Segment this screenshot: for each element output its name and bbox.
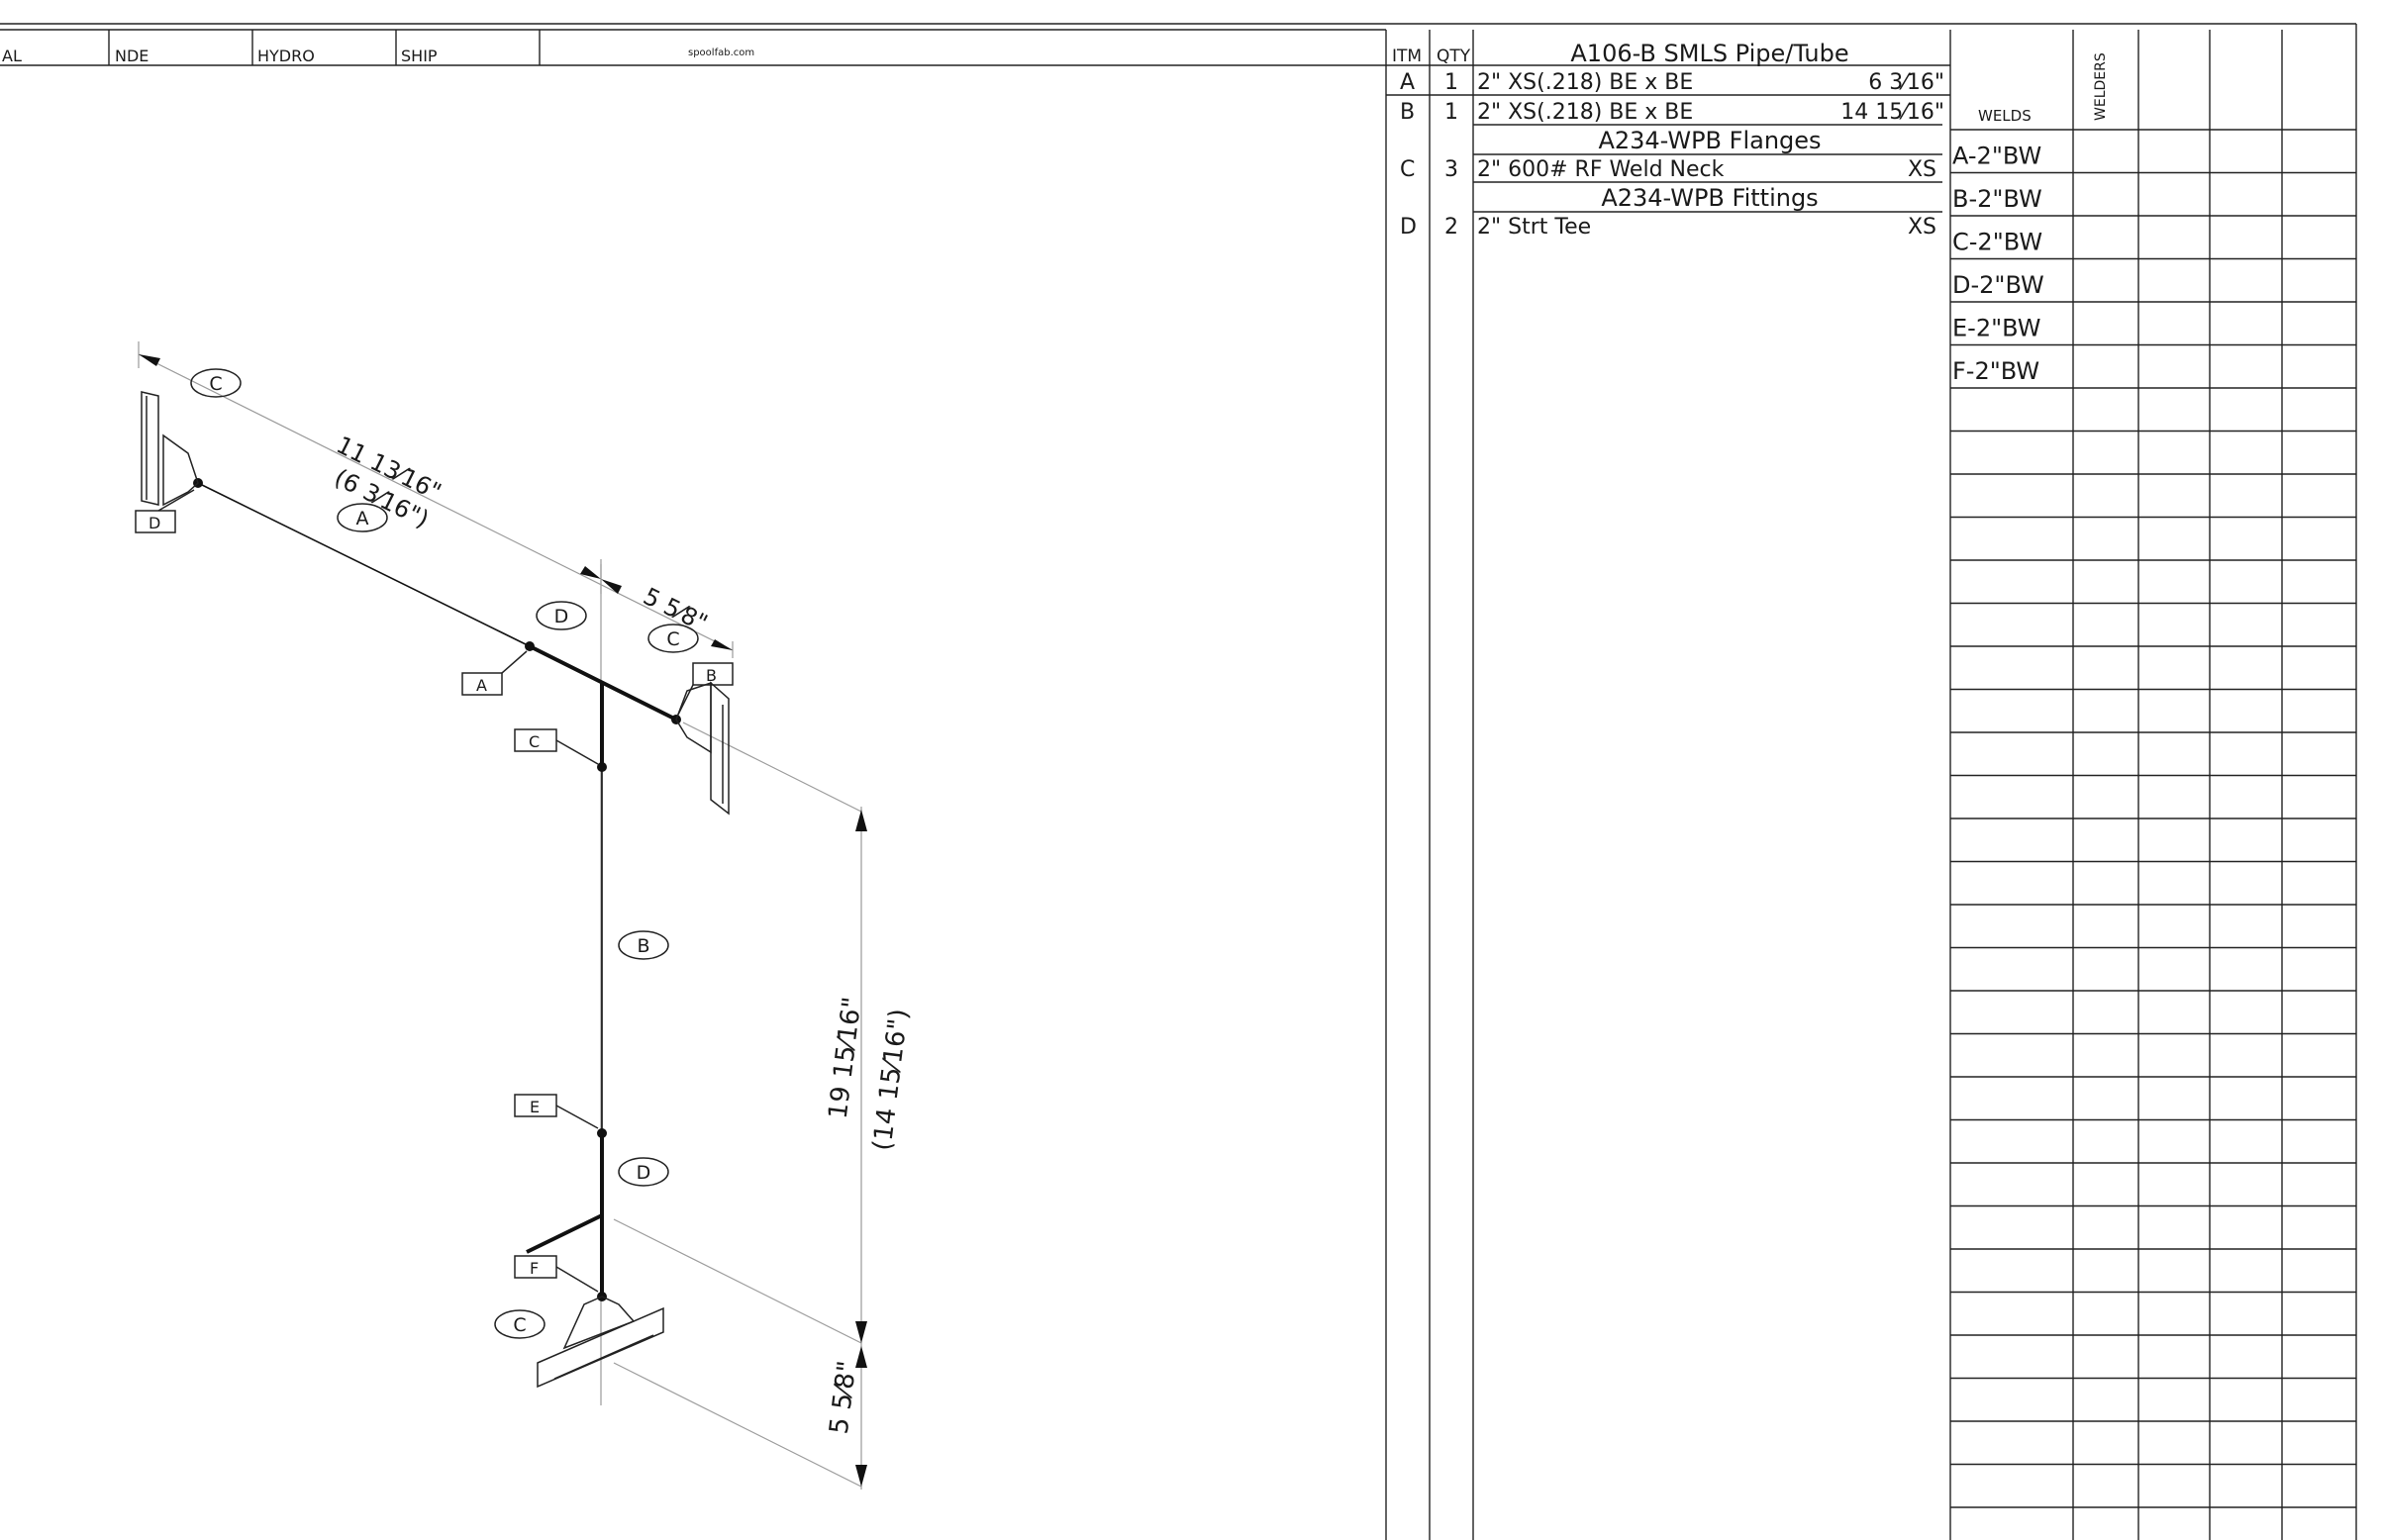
bom-row-c: C 3 2" 600# RF Weld Neck XS [1400,157,1936,182]
header-strip: AL NDE HYDRO SHIP spoolfab.com [0,29,1386,66]
weld-rows: A-2"BW B-2"BW C-2"BW D-2"BW E-2"BW F-2"BW [1950,129,2356,1508]
pipe-route [197,482,677,1297]
weld-row-label: F-2"BW [1952,357,2039,385]
bom-header-item: ITM [1392,47,1422,66]
svg-text:C: C [513,1314,526,1336]
welds-header: WELDS [1978,107,2032,125]
svg-text:A: A [356,508,369,529]
welders-header: WELDERS [2093,52,2109,121]
header-cell-al: AL [2,47,22,65]
svg-text:A: A [1400,70,1415,95]
svg-text:E: E [530,1098,540,1116]
bom-section-title-pipe: A106-B SMLS Pipe/Tube [1570,40,1848,67]
svg-text:1: 1 [1444,100,1458,125]
svg-text:6 3⁄16": 6 3⁄16" [1868,70,1944,95]
header-cell-ship: SHIP [401,47,438,65]
bom-row-d: D 2 2" Strt Tee XS [1400,215,1936,240]
svg-text:2: 2 [1444,215,1458,240]
balloon-c-bottom: C [494,1309,546,1339]
svg-text:D: D [554,606,569,627]
balloon-b: B [618,930,669,960]
weld-row-label: B-2"BW [1952,185,2042,213]
svg-text:14 15⁄16": 14 15⁄16" [1840,100,1944,125]
bom-section-title-fittings: A234-WPB Fittings [1601,184,1818,212]
svg-text:D: D [1400,215,1417,240]
header-cell-website: spoolfab.com [688,48,754,58]
weld-tag-b: B [677,662,734,716]
svg-text:XS: XS [1908,157,1936,182]
weld-row-label: E-2"BW [1952,315,2040,342]
svg-text:3: 3 [1444,157,1458,182]
header-cell-nde: NDE [115,47,149,65]
header-cell-hydro: HYDRO [257,47,315,65]
bom-section-title-flanges: A234-WPB Flanges [1598,127,1821,154]
svg-text:B: B [706,666,717,685]
dimension-lines [138,341,862,1490]
balloon-a: A [337,503,388,532]
svg-text:C: C [1400,157,1415,182]
svg-text:2" XS(.218) BE x BE: 2" XS(.218) BE x BE [1477,70,1693,95]
bom-row-b: B 1 2" XS(.218) BE x BE 14 15⁄16" [1400,100,1944,125]
weld-tag-c: C [514,728,599,765]
weld-row-label: A-2"BW [1952,143,2041,170]
svg-text:1: 1 [1444,70,1458,95]
svg-text:C: C [666,628,679,650]
svg-text:2" 600# RF Weld Neck: 2" 600# RF Weld Neck [1477,157,1725,182]
balloon-d-top: D [536,601,587,630]
flange-bottom [537,1296,664,1389]
dimension-arrows [139,354,867,1487]
flange-left [141,391,199,507]
balloon-c-right: C [647,624,699,653]
svg-text:2" Strt Tee: 2" Strt Tee [1477,215,1591,240]
balloon-c-top: C [190,368,242,398]
svg-text:B: B [1400,100,1415,125]
weld-tag-a: A [461,650,528,696]
welds-table: WELDS WELDERS A-2"BW B-2"BW C-2"BW D-2"BW E-… [1949,30,2356,1540]
weld-row-label: C-2"BW [1952,229,2042,256]
weld-tag-f: F [514,1255,599,1293]
svg-text:B: B [637,935,649,957]
bom-header-qty: QTY [1437,47,1471,66]
bill-of-materials: ITM QTY A106-B SMLS Pipe/Tube A 1 2" XS(… [1385,30,1950,1540]
svg-text:A: A [476,676,487,695]
balloon-d-bottom: D [618,1157,669,1187]
dim-vert-short: 5 5⁄8" [825,1359,863,1435]
svg-text:D: D [637,1162,651,1184]
svg-text:XS: XS [1908,215,1936,240]
svg-text:2" XS(.218) BE x BE: 2" XS(.218) BE x BE [1477,100,1693,125]
bom-row-a: A 1 2" XS(.218) BE x BE 6 3⁄16" [1400,70,1944,95]
svg-text:D: D [149,514,160,532]
weld-tag-d: D [135,489,195,533]
dim-vert-sub: (14 15⁄16") [867,1008,914,1153]
flange-right [675,681,730,816]
weld-row-label: D-2"BW [1952,271,2044,299]
weld-tag-e: E [514,1094,599,1129]
svg-text:F: F [530,1259,539,1278]
svg-text:C: C [209,373,222,395]
svg-text:C: C [529,732,540,751]
